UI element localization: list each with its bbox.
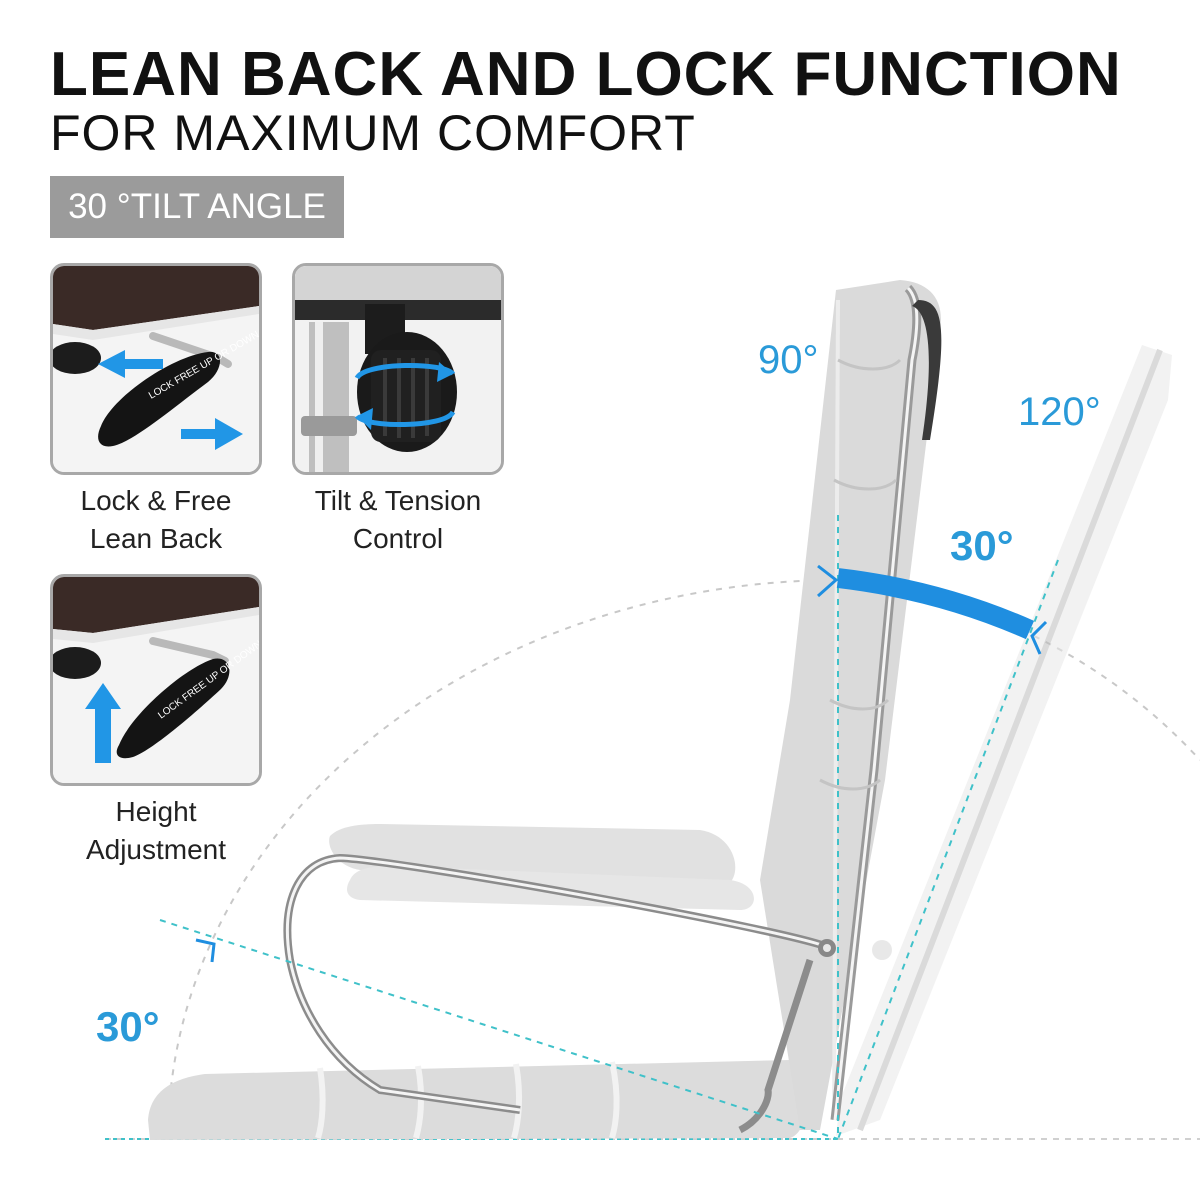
feature-panel-lock-free: LOCK FREE UP OR DOWN [50, 263, 262, 475]
seat-guide [159, 919, 839, 1140]
reclined-backrest [836, 345, 1172, 1136]
back-tilt-arrowhead-left [817, 564, 839, 598]
feature-caption-tilt-tension: Tilt & Tension Control [314, 485, 482, 554]
chair-armrest [283, 824, 836, 1134]
tilt-angle-badge: 30 °TILT ANGLE [50, 176, 344, 238]
upright-arc [167, 579, 841, 1141]
reclined-guide [837, 559, 1059, 1140]
feature-caption-height: Height Adjustment [85, 796, 227, 865]
angle-label-reclined: 120° [1018, 390, 1101, 434]
reclined-arc [1033, 635, 1200, 761]
feature-panel-tilt-tension [292, 263, 504, 475]
page-title: LEAN BACK AND LOCK FUNCTION [50, 40, 1122, 109]
tension-knob-icon [295, 266, 501, 472]
page-subtitle: FOR MAXIMUM COMFORT [50, 105, 696, 161]
angle-label-upright: 90° [758, 338, 819, 382]
feature-panel-height: LOCK FREE UP OR DOWN [50, 574, 262, 786]
back-tilt-arrowhead-right [1030, 620, 1048, 655]
lever-height-icon: LOCK FREE UP OR DOWN [53, 577, 259, 783]
angle-label-seat-tilt: 30° [96, 1003, 160, 1050]
back-tilt-arrow [836, 568, 1035, 640]
chair-backrest [760, 280, 942, 1130]
lever-lean-icon: LOCK FREE UP OR DOWN [53, 266, 259, 472]
seat-tilt-arrowhead [195, 938, 216, 963]
angle-label-back-tilt: 30° [950, 522, 1014, 569]
feature-caption-lock-free: Lock & Free Lean Back [80, 485, 232, 554]
